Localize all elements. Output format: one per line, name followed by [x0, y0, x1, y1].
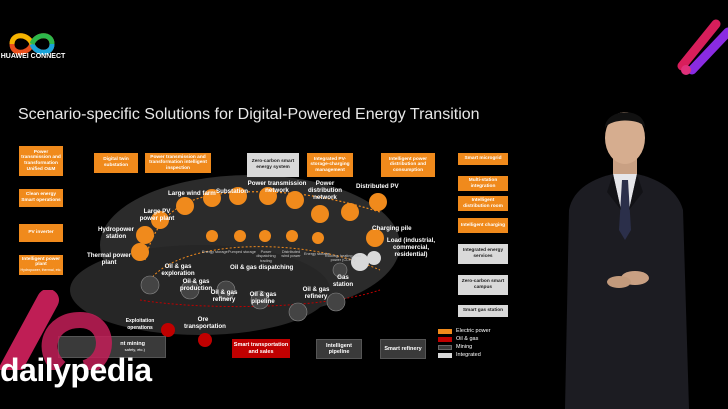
- legend-item: Mining: [438, 343, 491, 351]
- legend-label: Mining: [456, 344, 473, 350]
- legend-label: Electric power: [456, 328, 491, 334]
- top-box-digital-twin: Digital twin substation: [94, 153, 138, 173]
- label-wind: Large wind farm: [168, 190, 216, 197]
- legend-swatch: [438, 344, 452, 350]
- right-box-zero-carbon-campus: Zero-carbon smart campus: [458, 275, 508, 295]
- small-cchp: Cooling, heating, and power (CCHP): [325, 254, 361, 263]
- label-og-production: Oil & gas production: [179, 278, 213, 292]
- right-box-intelligent-charging: Intelligent charging: [458, 218, 508, 233]
- bottom-box-pipeline: Intelligent pipeline: [316, 339, 362, 359]
- label-charging: Charging pile: [372, 225, 412, 232]
- dailypedia-logo-mark: [0, 290, 112, 370]
- small-energy-storage-2: Energy storage: [304, 252, 330, 256]
- right-box-distribution-room: Intelligent distribution room: [458, 196, 508, 211]
- small-energy-storage: Energy storage: [202, 250, 228, 254]
- label-og-refinery-2: Oil & gas refinery: [302, 286, 330, 300]
- label-distribution: Power distribution network: [308, 180, 343, 201]
- left-box-intelligent-plant: Intelligent power plant Hydropower, ther…: [19, 255, 63, 275]
- label-hydro: Hydropower station: [97, 226, 135, 240]
- energy-network-diagram: [70, 175, 400, 347]
- bottom-box-mining-sub: safety, etc.): [124, 347, 145, 352]
- bottom-box-transport: Smart transportation and sales: [232, 339, 290, 358]
- label-large-pv: Large PV power plant: [139, 208, 175, 222]
- top-box-intelligent-inspection: Power transmission and transformation in…: [145, 153, 211, 173]
- legend: Electric power Oil & gas Mining Integrat…: [438, 327, 491, 359]
- bottom-box-refinery: Smart refinery: [380, 339, 426, 359]
- right-box-smart-microgrid: Smart microgrid: [458, 153, 508, 165]
- corner-logo: [677, 19, 728, 75]
- legend-label: Oil & gas: [456, 336, 479, 342]
- presenter-figure: [565, 112, 689, 409]
- label-exploitation: Exploitation operations: [125, 318, 155, 331]
- label-ore: Ore transportation: [184, 316, 226, 330]
- legend-item: Electric power: [438, 327, 491, 335]
- left-box-unified-om: Power transmission and transformation Un…: [19, 146, 63, 176]
- legend-label: Integrated: [456, 352, 481, 358]
- label-og-pipeline: Oil & gas pipeline: [249, 291, 277, 305]
- left-box-intelligent-plant-label: Intelligent power plant: [21, 256, 61, 268]
- huawei-connect-logo: [9, 33, 55, 55]
- slide-title: Scenario-specific Solutions for Digital-…: [18, 106, 480, 123]
- right-box-integrated-services: Integrated energy services: [458, 244, 508, 264]
- small-pumped-storage: Pumped storage: [228, 250, 256, 254]
- right-box-smart-gas-station: Smart gas station: [458, 305, 508, 317]
- legend-swatch: [438, 336, 452, 342]
- small-dispatching: Power dispatching trading: [256, 250, 276, 263]
- legend-swatch: [438, 352, 452, 358]
- label-distributed-pv: Distributed PV: [356, 183, 399, 190]
- label-og-dispatching: Oil & gas dispatching: [230, 264, 294, 271]
- legend-item: Oil & gas: [438, 335, 491, 343]
- bottom-box-mining: nt mining safety, etc.): [58, 336, 166, 358]
- bottom-box-mining-label: nt mining: [120, 340, 145, 347]
- huawei-connect-text: HUAWEI CONNECT: [0, 53, 66, 60]
- left-box-clean-energy: Clean energy Smart operations: [19, 189, 63, 207]
- left-box-pv-inverter: PV inverter: [19, 224, 63, 242]
- dailypedia-watermark: dailypedia: [0, 352, 152, 388]
- label-load: Load (industrial, commercial, residentia…: [386, 237, 436, 258]
- label-transmission: Power transmission network: [247, 180, 307, 194]
- label-og-exploration: Oil & gas exploration: [161, 263, 195, 277]
- label-og-refinery: Oil & gas refinery: [210, 289, 238, 303]
- legend-item: Integrated: [438, 351, 491, 359]
- top-box-pv-storage: Integrated PV-storage-charging managemen…: [307, 153, 353, 177]
- small-distributed-wind: Distributed wind power: [281, 250, 301, 259]
- label-thermal: Thermal power plant: [86, 252, 131, 266]
- label-substation: Substation: [216, 188, 248, 195]
- top-box-distribution: Intelligent power distribution and consu…: [381, 153, 435, 177]
- label-gas-station: Gas station: [332, 274, 354, 288]
- left-box-intelligent-plant-note: Hydropower, thermal, etc.: [20, 267, 62, 272]
- legend-swatch: [438, 328, 452, 334]
- right-box-multi-station: Multi-station integration: [458, 176, 508, 191]
- top-box-zero-carbon: Zero-carbon smart energy system: [247, 153, 299, 177]
